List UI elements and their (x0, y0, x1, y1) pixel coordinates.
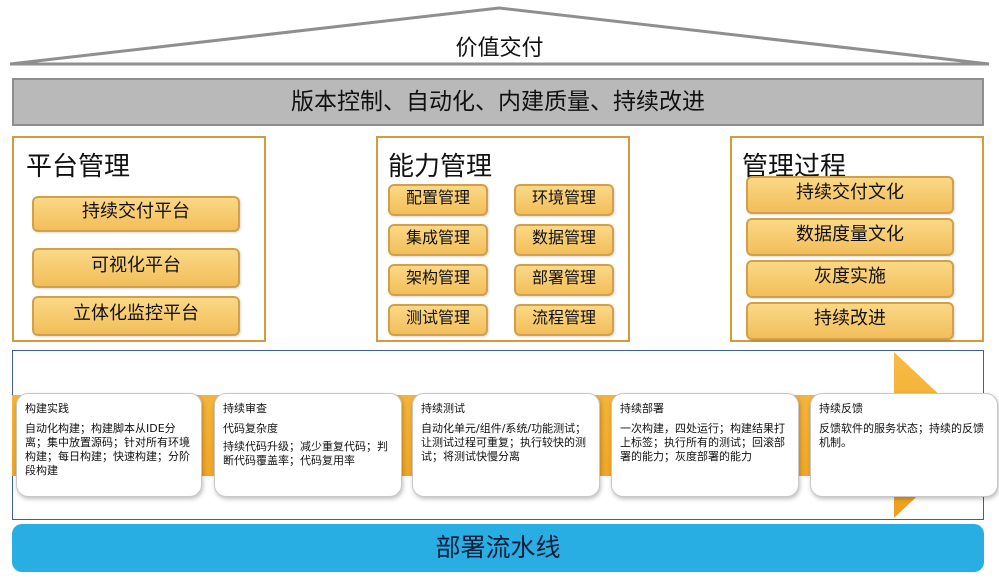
capability-item: 环境管理 (514, 184, 614, 216)
platform-item: 持续交付平台 (32, 196, 240, 232)
roof-shape (9, 6, 990, 66)
platform-panel: 平台管理 持续交付平台 可视化平台 立体化监控平台 (12, 136, 266, 342)
process-mgmt-panel: 管理过程 持续交付文化 数据度量文化 灰度实施 持续改进 (730, 136, 984, 342)
platform-item: 立体化监控平台 (32, 296, 240, 336)
stage-subtitle: 代码复杂度 (223, 422, 278, 435)
capability-item: 配置管理 (388, 184, 488, 216)
stage-text: 自动化构建；构建脚本从IDE分离；集中放置源码；针对所有环境构建；每日构建；快速… (25, 422, 190, 477)
pipeline-footer: 部署流水线 (12, 524, 984, 572)
stage-text: 持续代码升级；减少重复代码；判断代码覆盖率；代码复用率 (223, 440, 388, 467)
stage-title: 持续审查 (223, 402, 267, 415)
stage-card: 持续部署 一次构建，四处运行；构建结果打上标签；执行所有的测试；回滚部署的能力；… (611, 393, 799, 497)
stage-title: 持续反馈 (819, 402, 863, 415)
stage-text: 自动化单元/组件/系统/功能测试；让测试过程可重复；执行较快的测试；将测试快慢分… (421, 422, 587, 463)
stage-card: 构建实践 自动化构建；构建脚本从IDE分离；集中放置源码；针对所有环境构建；每日… (16, 393, 202, 497)
capability-item: 流程管理 (514, 304, 614, 336)
process-mgmt-item: 持续交付文化 (746, 176, 954, 214)
capability-item: 集成管理 (388, 224, 488, 256)
stage-text: 一次构建，四处运行；构建结果打上标签；执行所有的测试；回滚部署的能力；灰度部署的… (620, 422, 785, 463)
platform-title: 平台管理 (26, 152, 131, 182)
capability-item: 测试管理 (388, 304, 488, 336)
capability-panel: 能力管理 配置管理 集成管理 架构管理 测试管理 环境管理 数据管理 部署管理 … (376, 136, 630, 342)
stage-text: 反馈软件的服务状态；持续的反馈机制。 (819, 422, 984, 449)
roof-title: 价值交付 (455, 36, 544, 61)
capability-item: 架构管理 (388, 264, 488, 296)
stage-title: 构建实践 (25, 402, 69, 415)
process-mgmt-item: 持续改进 (746, 302, 954, 340)
process-mgmt-item: 数据度量文化 (746, 218, 954, 256)
stage-card: 持续审查 代码复杂度 持续代码升级；减少重复代码；判断代码覆盖率；代码复用率 (214, 393, 402, 497)
capability-item: 部署管理 (514, 264, 614, 296)
stage-card: 持续反馈 反馈软件的服务状态；持续的反馈机制。 (810, 393, 998, 497)
stage-card: 持续测试 自动化单元/组件/系统/功能测试；让测试过程可重复；执行较快的测试；将… (412, 393, 600, 497)
principles-banner: 版本控制、自动化、内建质量、持续改进 (12, 78, 984, 126)
stage-title: 持续部署 (620, 402, 664, 415)
capability-item: 数据管理 (514, 224, 614, 256)
process-mgmt-item: 灰度实施 (746, 260, 954, 298)
stage-title: 持续测试 (421, 402, 465, 415)
platform-item: 可视化平台 (32, 248, 240, 288)
capability-title: 能力管理 (388, 152, 493, 182)
